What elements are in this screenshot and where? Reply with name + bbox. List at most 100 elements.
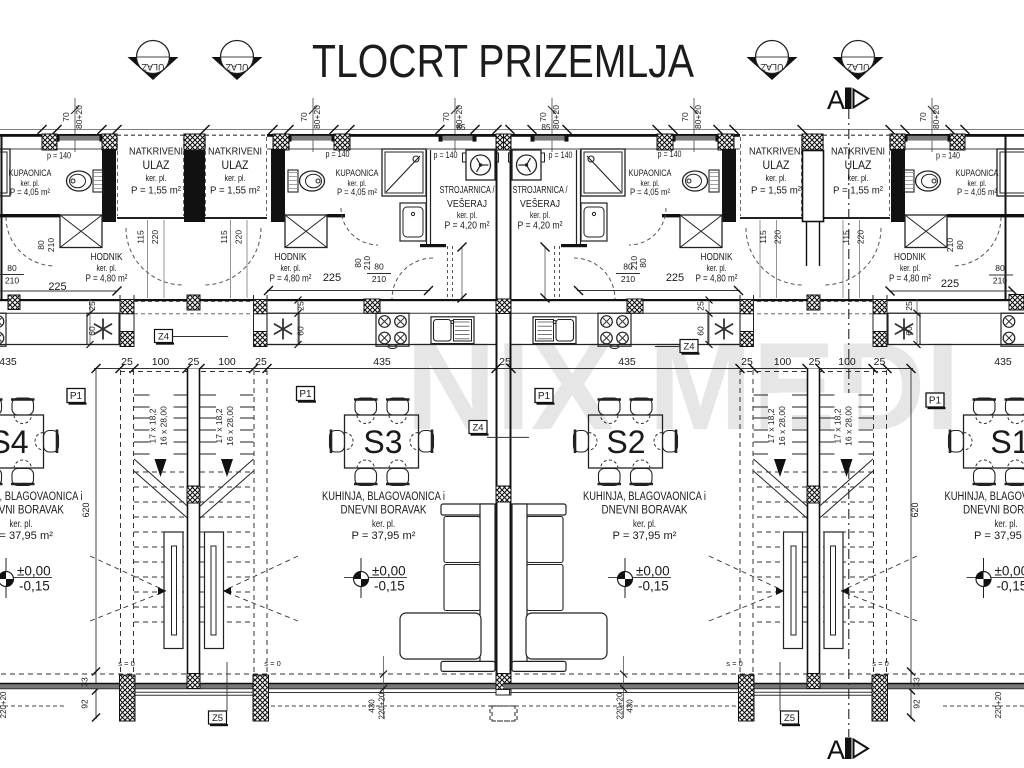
svg-text:KUPAONICA: KUPAONICA (9, 168, 53, 179)
svg-text:25: 25 (874, 356, 886, 368)
svg-text:S2: S2 (606, 424, 645, 460)
svg-text:ker. pl.: ker. pl. (633, 519, 656, 530)
svg-text:P = 4,05 m²: P = 4,05 m² (10, 187, 50, 198)
svg-text:16 x 28,00: 16 x 28,00 (777, 406, 787, 446)
svg-text:80+20: 80+20 (931, 105, 941, 129)
svg-text:DNEVNI BORAVAK: DNEVNI BORAVAK (602, 505, 688, 517)
svg-text:80: 80 (36, 240, 46, 250)
svg-text:225: 225 (48, 281, 66, 293)
svg-text:ker. pl.: ker. pl. (457, 210, 477, 220)
svg-text:210: 210 (5, 276, 19, 286)
svg-text:435: 435 (994, 356, 1012, 368)
svg-text:KUPAONICA: KUPAONICA (956, 168, 1000, 179)
svg-text:p = 140: p = 140 (434, 150, 458, 160)
svg-text:s = 0: s = 0 (118, 659, 134, 668)
svg-text:220: 220 (773, 230, 783, 244)
svg-text:P = 4,20 m²: P = 4,20 m² (518, 221, 564, 232)
svg-text:220+20: 220+20 (0, 691, 8, 718)
svg-text:25: 25 (499, 356, 511, 368)
svg-text:P = 37,95 m²: P = 37,95 m² (352, 530, 416, 542)
svg-text:P = 1,55 m²: P = 1,55 m² (751, 186, 802, 197)
svg-text:80: 80 (995, 263, 1005, 273)
svg-text:ker. pl.: ker. pl. (348, 178, 367, 188)
svg-text:Z4: Z4 (158, 332, 169, 343)
svg-text:KUPAONICA: KUPAONICA (336, 168, 380, 179)
svg-text:DNEVNI BORAVAK: DNEVNI BORAVAK (341, 505, 427, 517)
svg-text:VEŠERAJ: VEŠERAJ (447, 197, 487, 210)
svg-text:Z5: Z5 (212, 713, 223, 724)
svg-text:ker. pl.: ker. pl. (530, 210, 550, 220)
svg-text:92: 92 (912, 699, 922, 709)
svg-text:220+20: 220+20 (378, 692, 387, 719)
svg-text:KUHINJA, BLAGOVAONICA i: KUHINJA, BLAGOVAONICA i (0, 491, 83, 503)
svg-text:P = 4,80 m²: P = 4,80 m² (86, 274, 129, 285)
svg-text:KUHINJA, BLAGOVAONICA i: KUHINJA, BLAGOVAONICA i (583, 491, 706, 503)
svg-text:VEŠERAJ: VEŠERAJ (520, 197, 560, 210)
svg-text:HODNIK: HODNIK (91, 252, 123, 263)
svg-text:ULAZ: ULAZ (222, 160, 249, 172)
svg-text:Z4: Z4 (472, 423, 483, 434)
svg-text:70: 70 (918, 112, 928, 122)
svg-text:25: 25 (741, 356, 753, 368)
svg-text:DNEVNI BORAVAK: DNEVNI BORAVAK (963, 505, 1024, 517)
svg-text:25: 25 (255, 356, 267, 368)
svg-text:TLOCRT PRIZEMLJA: TLOCRT PRIZEMLJA (312, 35, 694, 87)
svg-text:P1: P1 (70, 391, 83, 402)
svg-text:NATKRIVENI: NATKRIVENI (208, 146, 262, 158)
svg-text:435: 435 (618, 356, 636, 368)
svg-text:ker. pl.: ker. pl. (766, 173, 787, 183)
svg-text:70: 70 (441, 112, 451, 122)
svg-text:ker. pl.: ker. pl. (97, 263, 117, 273)
svg-text:P1: P1 (538, 391, 551, 402)
svg-text:100: 100 (774, 356, 792, 368)
svg-text:620: 620 (81, 502, 91, 517)
svg-text:435: 435 (0, 356, 17, 368)
svg-text:ker. pl.: ker. pl. (968, 178, 987, 188)
svg-text:70: 70 (61, 112, 71, 122)
svg-text:KUPAONICA: KUPAONICA (629, 168, 673, 179)
svg-text:ker. pl.: ker. pl. (900, 263, 920, 273)
svg-text:HODNIK: HODNIK (275, 252, 307, 263)
svg-text:17 x 18,2: 17 x 18,2 (833, 408, 843, 443)
svg-text:P = 37,95 m²: P = 37,95 m² (0, 530, 53, 542)
svg-text:25: 25 (296, 301, 306, 311)
svg-text:16 x 28,00: 16 x 28,00 (844, 406, 854, 446)
svg-text:ULAZ: ULAZ (760, 62, 784, 72)
svg-text:85: 85 (542, 123, 551, 132)
svg-text:s = 0: s = 0 (726, 659, 742, 668)
svg-text:85: 85 (457, 123, 466, 132)
svg-text:80: 80 (374, 262, 384, 272)
svg-text:80: 80 (623, 262, 633, 272)
svg-text:A: A (827, 85, 845, 115)
svg-text:17 x 18,2: 17 x 18,2 (766, 408, 776, 443)
svg-text:430: 430 (368, 699, 377, 713)
svg-text:80: 80 (353, 258, 363, 268)
svg-text:70: 70 (299, 112, 309, 122)
svg-text:±0,00: ±0,00 (995, 564, 1024, 579)
svg-text:17 x 18,2: 17 x 18,2 (214, 408, 224, 443)
svg-text:92: 92 (80, 699, 90, 709)
svg-text:210: 210 (46, 238, 56, 252)
svg-text:S3: S3 (363, 424, 402, 460)
svg-text:±0,00: ±0,00 (17, 564, 51, 579)
svg-text:ULAZ: ULAZ (763, 160, 790, 172)
svg-text:80: 80 (638, 258, 648, 268)
svg-text:P = 4,20 m²: P = 4,20 m² (445, 221, 491, 232)
svg-text:60: 60 (87, 326, 97, 336)
svg-text:16 x 28,00: 16 x 28,00 (159, 406, 169, 446)
svg-text:115: 115 (841, 230, 851, 244)
svg-text:220: 220 (150, 230, 160, 244)
svg-text:60: 60 (696, 326, 706, 336)
svg-text:ULAZ: ULAZ (143, 160, 170, 172)
svg-text:s = 0: s = 0 (264, 659, 280, 668)
svg-text:P1: P1 (929, 396, 942, 407)
svg-text:NATKRIVENI: NATKRIVENI (831, 146, 885, 158)
svg-text:25: 25 (696, 301, 706, 311)
svg-text:80: 80 (955, 240, 965, 250)
svg-text:115: 115 (219, 230, 229, 244)
svg-text:220: 220 (234, 230, 244, 244)
svg-text:220+20: 220+20 (616, 692, 625, 719)
svg-text:33: 33 (80, 677, 90, 687)
svg-text:210: 210 (362, 256, 372, 270)
svg-text:STROJARNICA /: STROJARNICA / (440, 185, 495, 196)
